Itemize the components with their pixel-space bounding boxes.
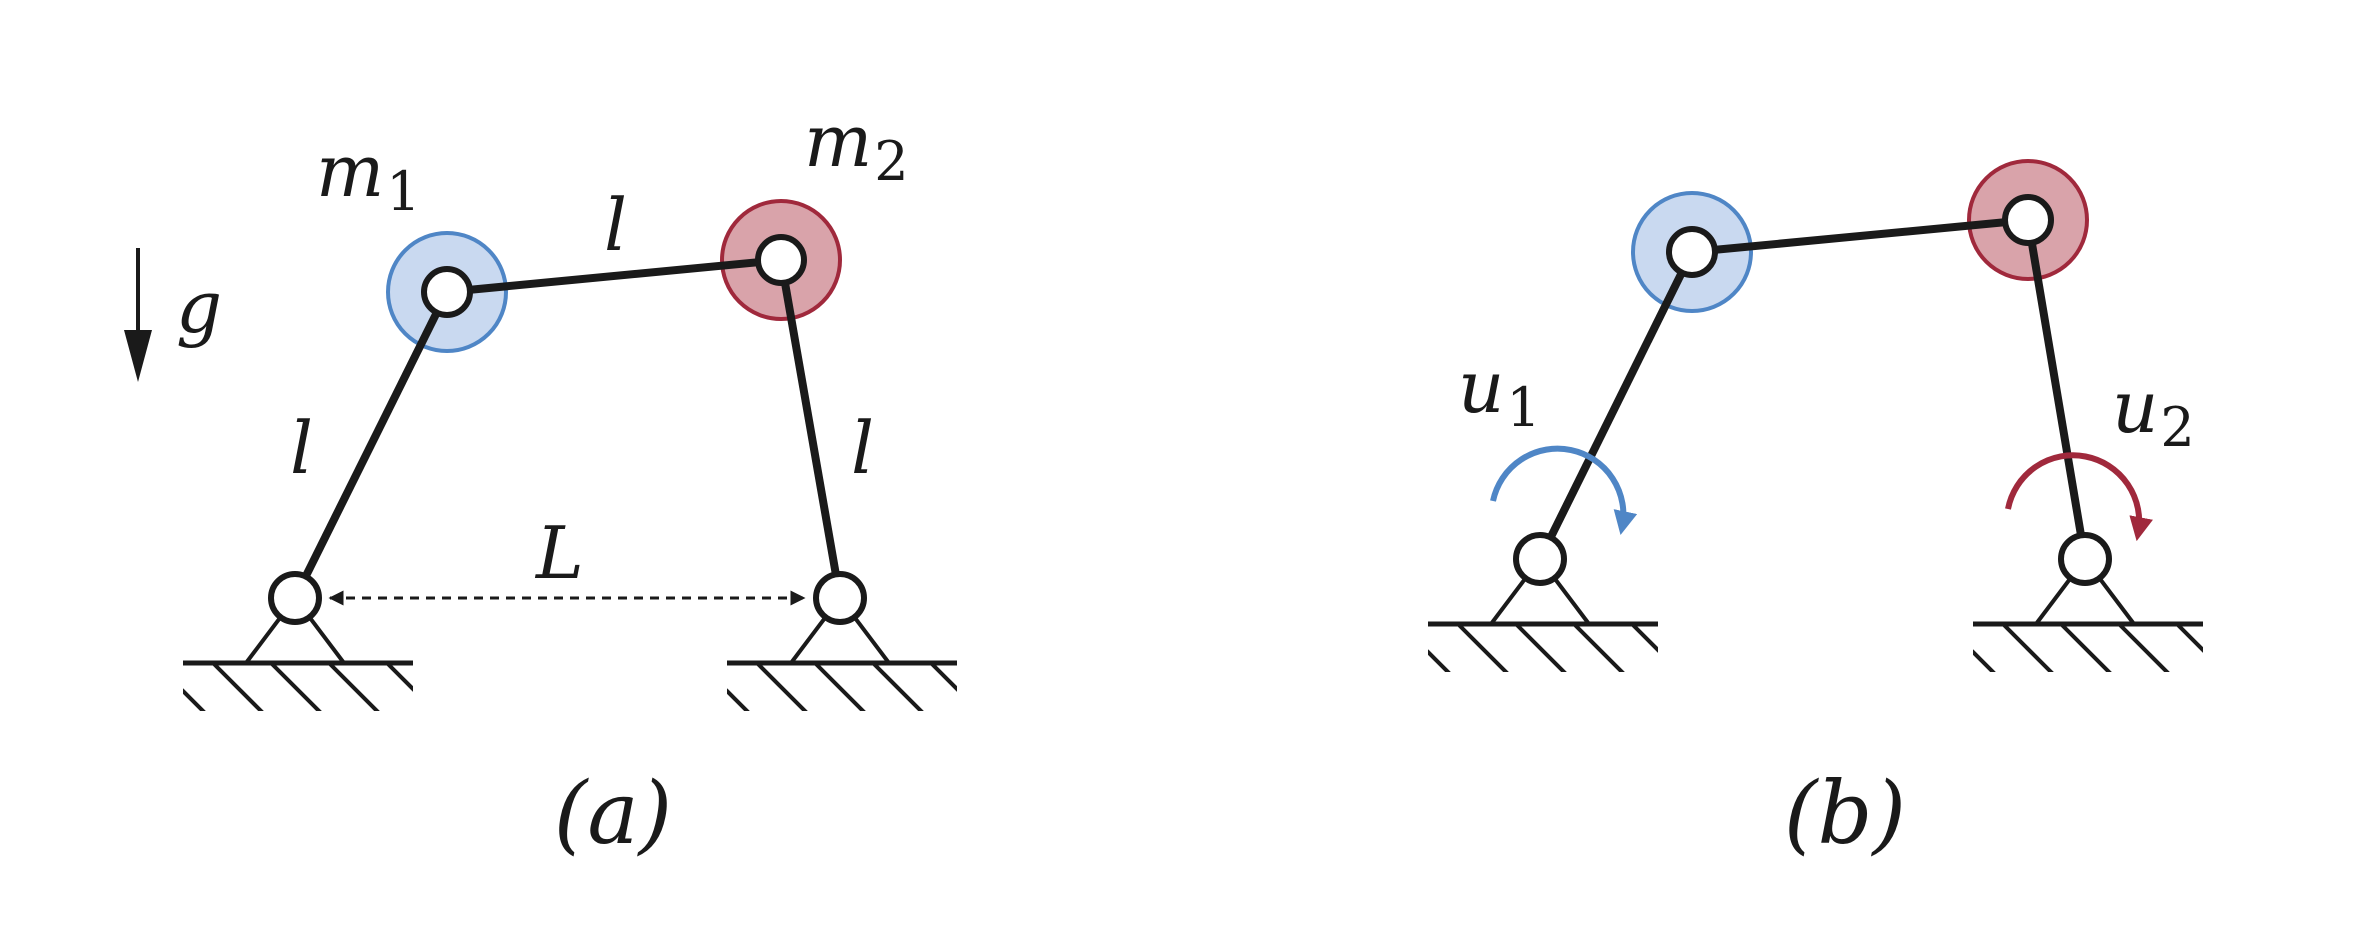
link-right-label: l <box>851 406 874 490</box>
joint-mass-1 <box>421 266 473 318</box>
torque-u1-arrow <box>1490 445 1638 536</box>
joint-mass-1 <box>1666 226 1718 278</box>
mass-2-label: m2 <box>804 99 909 193</box>
link-left-label: l <box>290 406 313 490</box>
mass-1-label: m1 <box>316 129 421 223</box>
input-u2-label: u2 <box>2112 365 2195 459</box>
gravity-label: g <box>176 265 222 349</box>
pivot-left <box>1513 532 1567 586</box>
panel-a-caption: (a) <box>554 764 672 864</box>
link-right <box>2024 219 2089 560</box>
ground-support-right <box>727 596 957 711</box>
link-left <box>291 290 451 600</box>
link-left <box>1536 250 1696 561</box>
joint-mass-2 <box>2002 194 2054 246</box>
panel-a: g <box>124 99 957 864</box>
torque-u2-arrow <box>2005 452 2153 542</box>
base-distance-label: L <box>534 511 584 595</box>
link-top-label: l <box>604 183 627 267</box>
link-top <box>1691 216 2029 256</box>
input-u1-label: u1 <box>1458 345 1541 439</box>
pivot-right <box>2058 532 2112 586</box>
pivot-right <box>813 571 867 625</box>
pivot-left <box>268 571 322 625</box>
link-right <box>777 259 844 599</box>
link-top <box>446 256 782 296</box>
panel-b: u1 u2 (b) <box>1428 159 2203 864</box>
arrow-down-icon <box>124 330 152 382</box>
joint-mass-2 <box>755 234 807 286</box>
gravity-indicator: g <box>124 248 222 382</box>
panel-b-caption: (b) <box>1784 764 1906 864</box>
